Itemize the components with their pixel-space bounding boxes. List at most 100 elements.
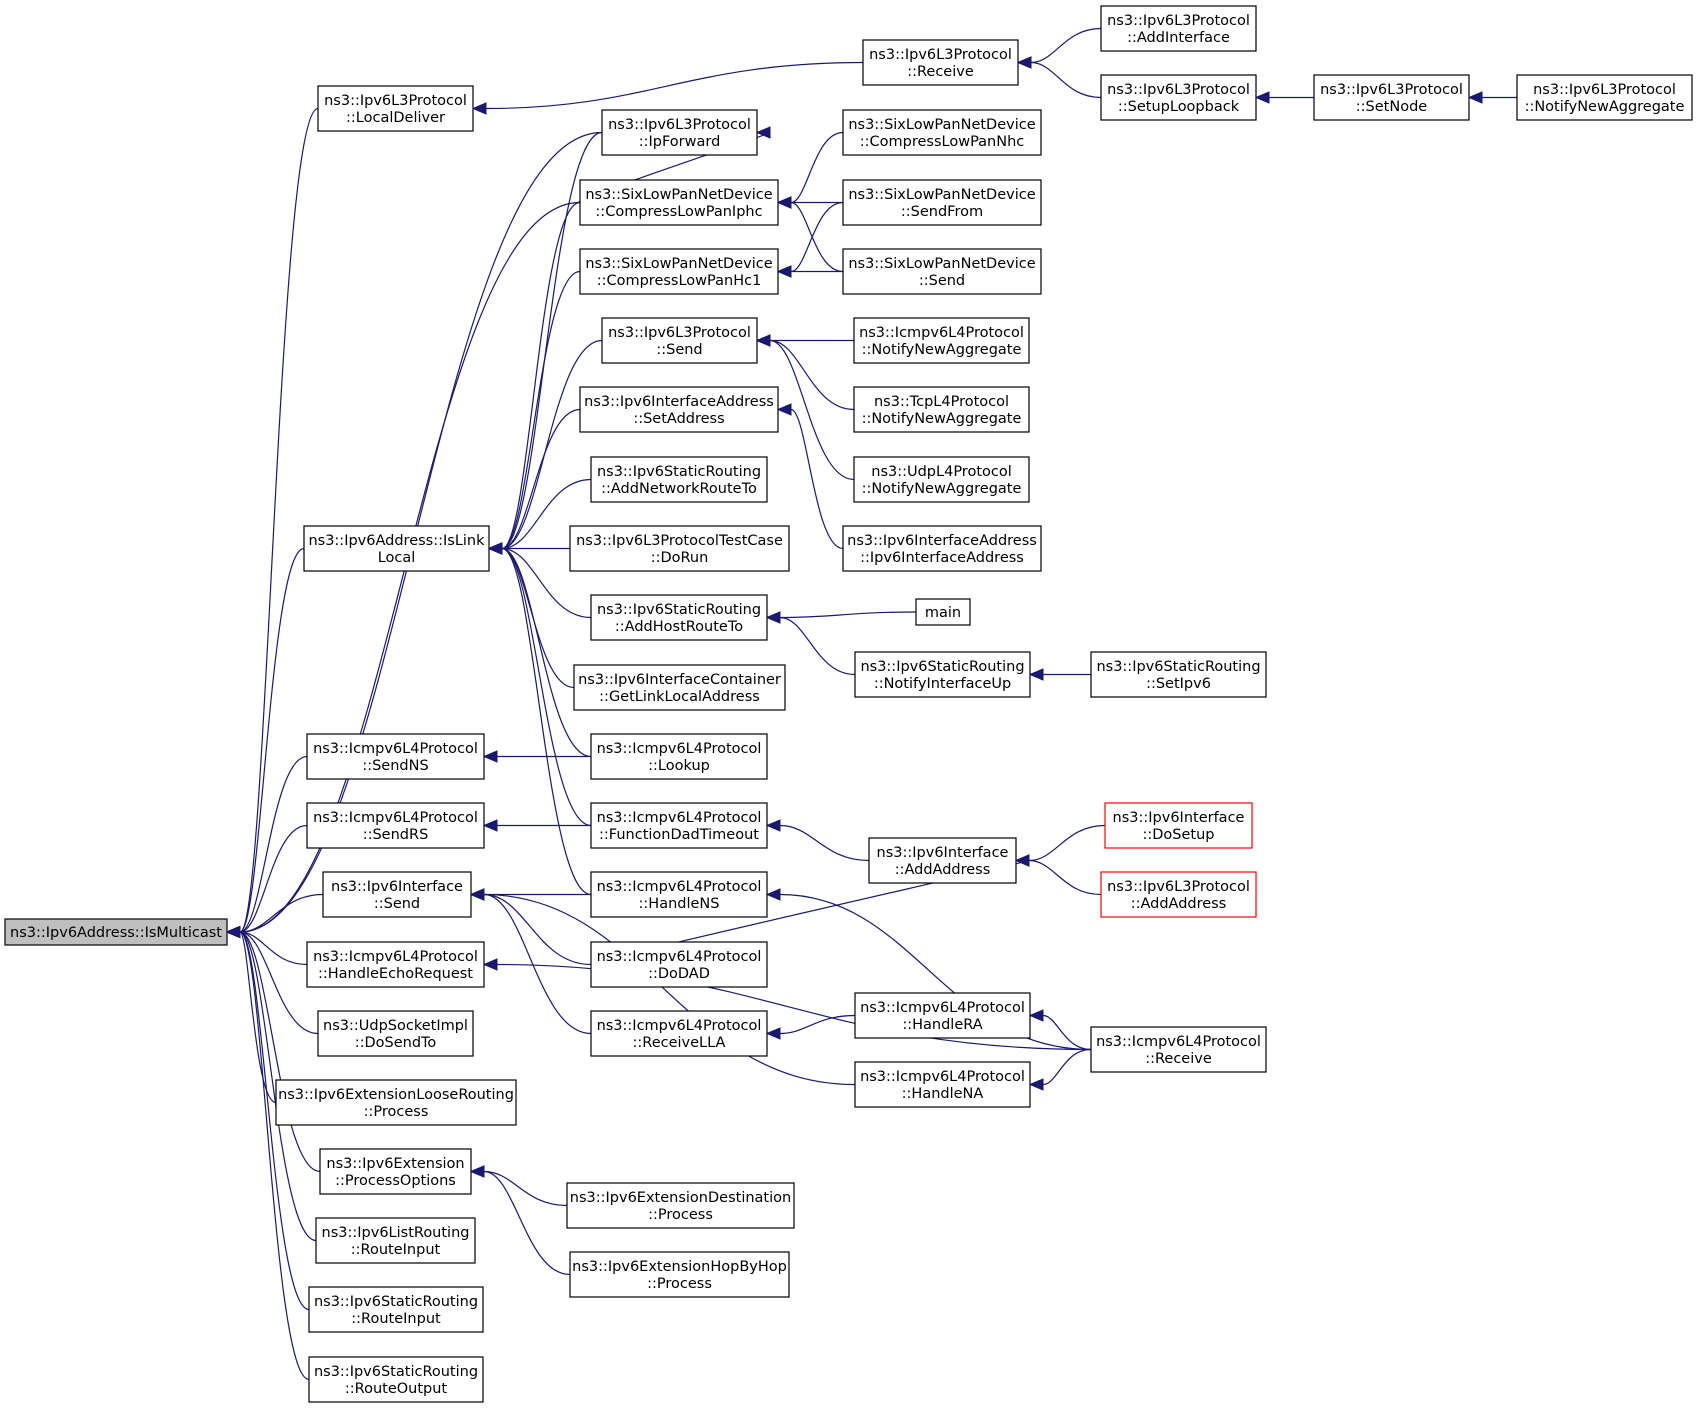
node-n41[interactable]: ns3::Icmpv6L4Protocol::Receive <box>1090 1026 1267 1073</box>
node-box[interactable] <box>306 802 485 849</box>
node-box[interactable] <box>322 871 472 918</box>
node-box[interactable] <box>853 456 1030 503</box>
node-box[interactable] <box>579 386 779 433</box>
node-n36[interactable]: ns3::Icmpv6L4Protocol::HandleEchoRequest <box>306 941 485 988</box>
node-n18[interactable]: ns3::UdpL4Protocol::NotifyNewAggregate <box>853 456 1030 503</box>
node-n20[interactable]: ns3::Ipv6L3ProtocolTestCase::DoRun <box>569 525 790 572</box>
node-n31[interactable]: ns3::Ipv6Interface::DoSetup <box>1104 802 1253 849</box>
node-n29[interactable]: ns3::Icmpv6L4Protocol::SendRS <box>306 802 485 849</box>
node-box[interactable] <box>862 39 1019 86</box>
node-box[interactable] <box>275 1079 517 1126</box>
node-n6[interactable]: ns3::Ipv6L3Protocol::NotifyNewAggregate <box>1516 74 1693 121</box>
node-n32[interactable]: ns3::Ipv6Interface::AddAddress <box>868 837 1017 884</box>
node-box[interactable] <box>590 1010 768 1057</box>
node-box[interactable] <box>317 85 474 132</box>
node-n49[interactable]: ns3::Ipv6StaticRouting::RouteOutput <box>308 1356 484 1403</box>
node-box[interactable] <box>579 248 779 295</box>
node-box[interactable] <box>315 1217 476 1264</box>
node-box[interactable] <box>1100 871 1257 918</box>
node-n0[interactable]: ns3::Ipv6Address::IsMulticast <box>4 918 228 946</box>
node-n4[interactable]: ns3::Ipv6L3Protocol::SetupLoopback <box>1100 74 1257 121</box>
node-box[interactable] <box>1104 802 1253 849</box>
node-n42[interactable]: ns3::Icmpv6L4Protocol::HandleNA <box>854 1061 1031 1108</box>
node-n21[interactable]: ns3::Ipv6InterfaceAddress::Ipv6Interface… <box>842 525 1042 572</box>
node-box[interactable] <box>306 733 485 780</box>
node-n27[interactable]: ns3::Icmpv6L4Protocol::SendNS <box>306 733 485 780</box>
node-n46[interactable]: ns3::Ipv6ListRouting::RouteInput <box>315 1217 476 1264</box>
node-n14[interactable]: ns3::Icmpv6L4Protocol::NotifyNewAggregat… <box>853 317 1030 364</box>
node-box[interactable] <box>842 109 1042 156</box>
node-box[interactable] <box>306 941 485 988</box>
node-n12[interactable]: ns3::SixLowPanNetDevice::Send <box>842 248 1042 295</box>
node-n25[interactable]: ns3::Ipv6StaticRouting::NotifyInterfaceU… <box>854 651 1031 698</box>
node-n2[interactable]: ns3::Ipv6L3Protocol::Receive <box>862 39 1019 86</box>
node-n23[interactable]: main <box>915 598 971 626</box>
node-box[interactable] <box>854 992 1031 1039</box>
node-box[interactable] <box>590 871 768 918</box>
node-box[interactable] <box>1516 74 1693 121</box>
node-box[interactable] <box>1090 651 1267 698</box>
node-box[interactable] <box>308 1356 484 1403</box>
node-box[interactable] <box>4 918 228 946</box>
node-n24[interactable]: ns3::Ipv6InterfaceContainer::GetLinkLoca… <box>573 664 786 711</box>
node-box[interactable] <box>590 456 768 503</box>
node-n48[interactable]: ns3::Ipv6StaticRouting::RouteInput <box>308 1286 484 1333</box>
node-box[interactable] <box>573 664 786 711</box>
node-n38[interactable]: ns3::UdpSocketImpl::DoSendTo <box>317 1010 474 1057</box>
node-n47[interactable]: ns3::Ipv6ExtensionHopByHop::Process <box>569 1251 790 1298</box>
node-box[interactable] <box>1100 74 1257 121</box>
node-box[interactable] <box>319 1148 472 1195</box>
node-n37[interactable]: ns3::Icmpv6L4Protocol::DoDAD <box>590 941 768 988</box>
node-n22[interactable]: ns3::Ipv6StaticRouting::AddHostRouteTo <box>590 594 768 641</box>
node-box[interactable] <box>579 179 779 226</box>
node-n11[interactable]: ns3::SixLowPanNetDevice::CompressLowPanH… <box>579 248 779 295</box>
node-n40[interactable]: ns3::Icmpv6L4Protocol::ReceiveLLA <box>590 1010 768 1057</box>
node-box[interactable] <box>601 109 758 156</box>
node-box[interactable] <box>590 733 768 780</box>
node-n28[interactable]: ns3::Icmpv6L4Protocol::Lookup <box>590 733 768 780</box>
node-n16[interactable]: ns3::TcpL4Protocol::NotifyNewAggregate <box>853 386 1030 433</box>
node-box[interactable] <box>317 1010 474 1057</box>
node-n39[interactable]: ns3::Icmpv6L4Protocol::HandleRA <box>854 992 1031 1039</box>
node-n44[interactable]: ns3::Ipv6Extension::ProcessOptions <box>319 1148 472 1195</box>
node-box[interactable] <box>569 525 790 572</box>
node-box[interactable] <box>842 248 1042 295</box>
node-n35[interactable]: ns3::Ipv6L3Protocol::AddAddress <box>1100 871 1257 918</box>
node-n3[interactable]: ns3::Ipv6L3Protocol::AddInterface <box>1100 5 1257 52</box>
node-box[interactable] <box>303 525 490 572</box>
node-box[interactable] <box>566 1182 795 1229</box>
node-n9[interactable]: ns3::SixLowPanNetDevice::CompressLowPanI… <box>579 179 779 226</box>
node-box[interactable] <box>569 1251 790 1298</box>
node-box[interactable] <box>590 941 768 988</box>
node-box[interactable] <box>590 802 768 849</box>
node-box[interactable] <box>853 317 1030 364</box>
node-n33[interactable]: ns3::Ipv6Interface::Send <box>322 871 472 918</box>
node-n7[interactable]: ns3::Ipv6L3Protocol::IpForward <box>601 109 758 156</box>
node-box[interactable] <box>1090 1026 1267 1073</box>
node-n1[interactable]: ns3::Ipv6L3Protocol::LocalDeliver <box>317 85 474 132</box>
node-box[interactable] <box>1313 74 1470 121</box>
node-box[interactable] <box>842 179 1042 226</box>
node-box[interactable] <box>1100 5 1257 52</box>
node-n15[interactable]: ns3::Ipv6InterfaceAddress::SetAddress <box>579 386 779 433</box>
node-n26[interactable]: ns3::Ipv6StaticRouting::SetIpv6 <box>1090 651 1267 698</box>
node-n5[interactable]: ns3::Ipv6L3Protocol::SetNode <box>1313 74 1470 121</box>
node-box[interactable] <box>590 594 768 641</box>
node-n43[interactable]: ns3::Ipv6ExtensionLooseRouting::Process <box>275 1079 517 1126</box>
node-box[interactable] <box>842 525 1042 572</box>
node-n13[interactable]: ns3::Ipv6L3Protocol::Send <box>601 317 758 364</box>
node-n34[interactable]: ns3::Icmpv6L4Protocol::HandleNS <box>590 871 768 918</box>
node-n30[interactable]: ns3::Icmpv6L4Protocol::FunctionDadTimeou… <box>590 802 768 849</box>
node-box[interactable] <box>853 386 1030 433</box>
node-box[interactable] <box>308 1286 484 1333</box>
node-n8[interactable]: ns3::SixLowPanNetDevice::CompressLowPanN… <box>842 109 1042 156</box>
node-box[interactable] <box>854 651 1031 698</box>
node-box[interactable] <box>601 317 758 364</box>
node-box[interactable] <box>915 598 971 626</box>
node-box[interactable] <box>868 837 1017 884</box>
node-n17[interactable]: ns3::Ipv6StaticRouting::AddNetworkRouteT… <box>590 456 768 503</box>
node-n10[interactable]: ns3::SixLowPanNetDevice::SendFrom <box>842 179 1042 226</box>
node-n45[interactable]: ns3::Ipv6ExtensionDestination::Process <box>566 1182 795 1229</box>
node-box[interactable] <box>854 1061 1031 1108</box>
